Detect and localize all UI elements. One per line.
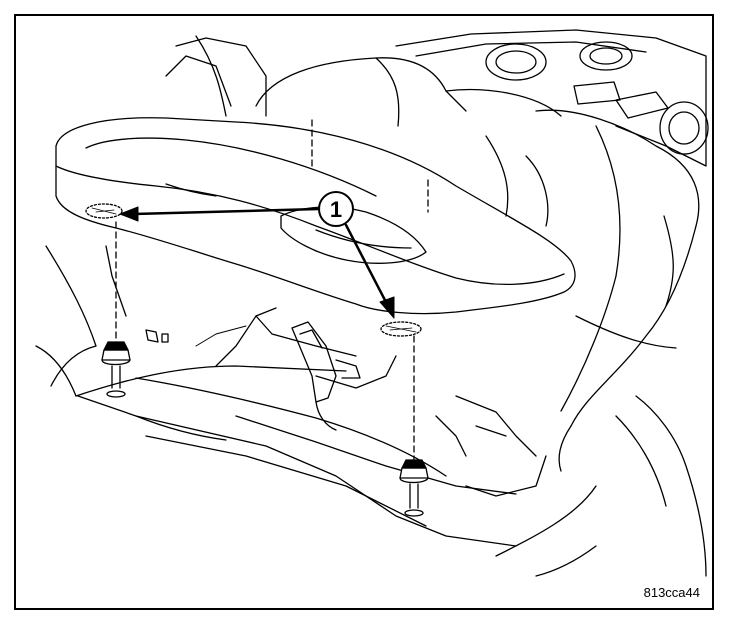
right-shelf-speaker-icon (659, 101, 709, 155)
figure-id-label: 813cca44 (643, 585, 700, 600)
left-retaining-clip (101, 341, 131, 398)
callout-1: 1 (119, 191, 395, 319)
seat-cushion-retainers (85, 203, 422, 337)
callout-number: 1 (330, 197, 342, 222)
cushion-retaining-clips (101, 341, 429, 517)
callout-arrow-left (132, 207, 321, 216)
shelf-bracket (615, 91, 669, 119)
seat-back (255, 57, 700, 472)
seat-cushion-diagram: 1 (35, 29, 709, 577)
left-shelf-speaker-icon (485, 43, 547, 81)
diagram-frame: 1 813cca44 (14, 14, 714, 610)
installation-guide-lines (115, 119, 429, 467)
seat-belt-buckle (291, 321, 361, 431)
rear-package-shelf (395, 29, 709, 167)
right-cushion-retainer (380, 321, 422, 337)
left-cushion-retainer (85, 203, 123, 219)
rear-floor-pan (75, 307, 707, 577)
left-quarter-trim (35, 35, 267, 397)
callout-arrow-right (344, 223, 390, 308)
right-retaining-clip (399, 459, 429, 517)
